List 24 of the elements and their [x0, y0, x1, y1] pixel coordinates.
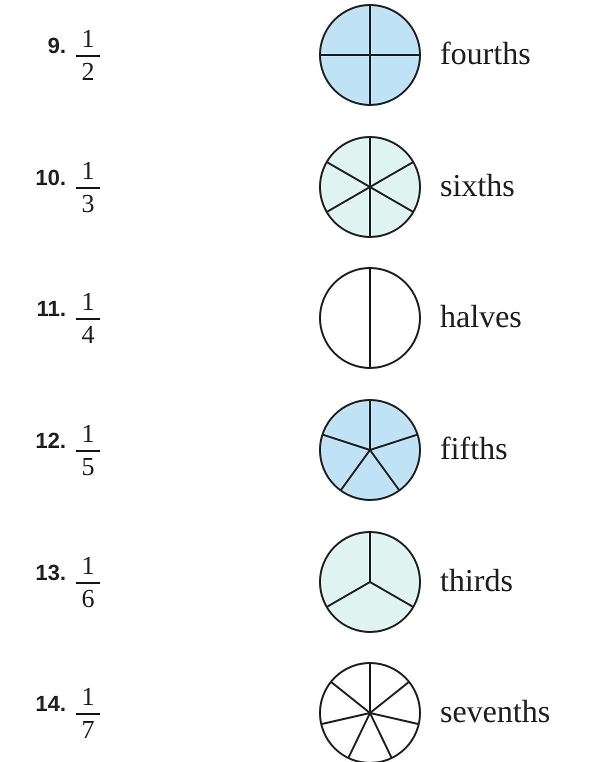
problem-number: 11. [36, 296, 66, 322]
numerator: 1 [80, 288, 96, 316]
numerator: 1 [80, 552, 96, 580]
numerator: 1 [80, 157, 96, 185]
fraction-name-label: sevenths [440, 693, 550, 730]
fraction-name-label: fifths [440, 430, 508, 467]
problem-number: 12. [35, 428, 66, 454]
fraction-name-label: sixths [440, 167, 515, 204]
numerator: 1 [80, 420, 96, 448]
problem-number: 10. [35, 165, 66, 191]
fraction-name-label: halves [440, 298, 522, 335]
fraction-name-label: fourths [440, 35, 531, 72]
problem-number: 14. [35, 691, 66, 717]
denominator: 3 [80, 190, 96, 218]
numerator: 1 [80, 25, 96, 53]
denominator: 5 [80, 453, 96, 481]
problem-number: 9. [48, 33, 66, 59]
numerator: 1 [80, 683, 96, 711]
denominator: 6 [80, 585, 96, 613]
problem-number: 13. [35, 560, 66, 586]
denominator: 7 [80, 716, 96, 744]
denominator: 2 [80, 58, 96, 86]
fraction-name-label: thirds [440, 562, 513, 599]
denominator: 4 [80, 321, 96, 349]
